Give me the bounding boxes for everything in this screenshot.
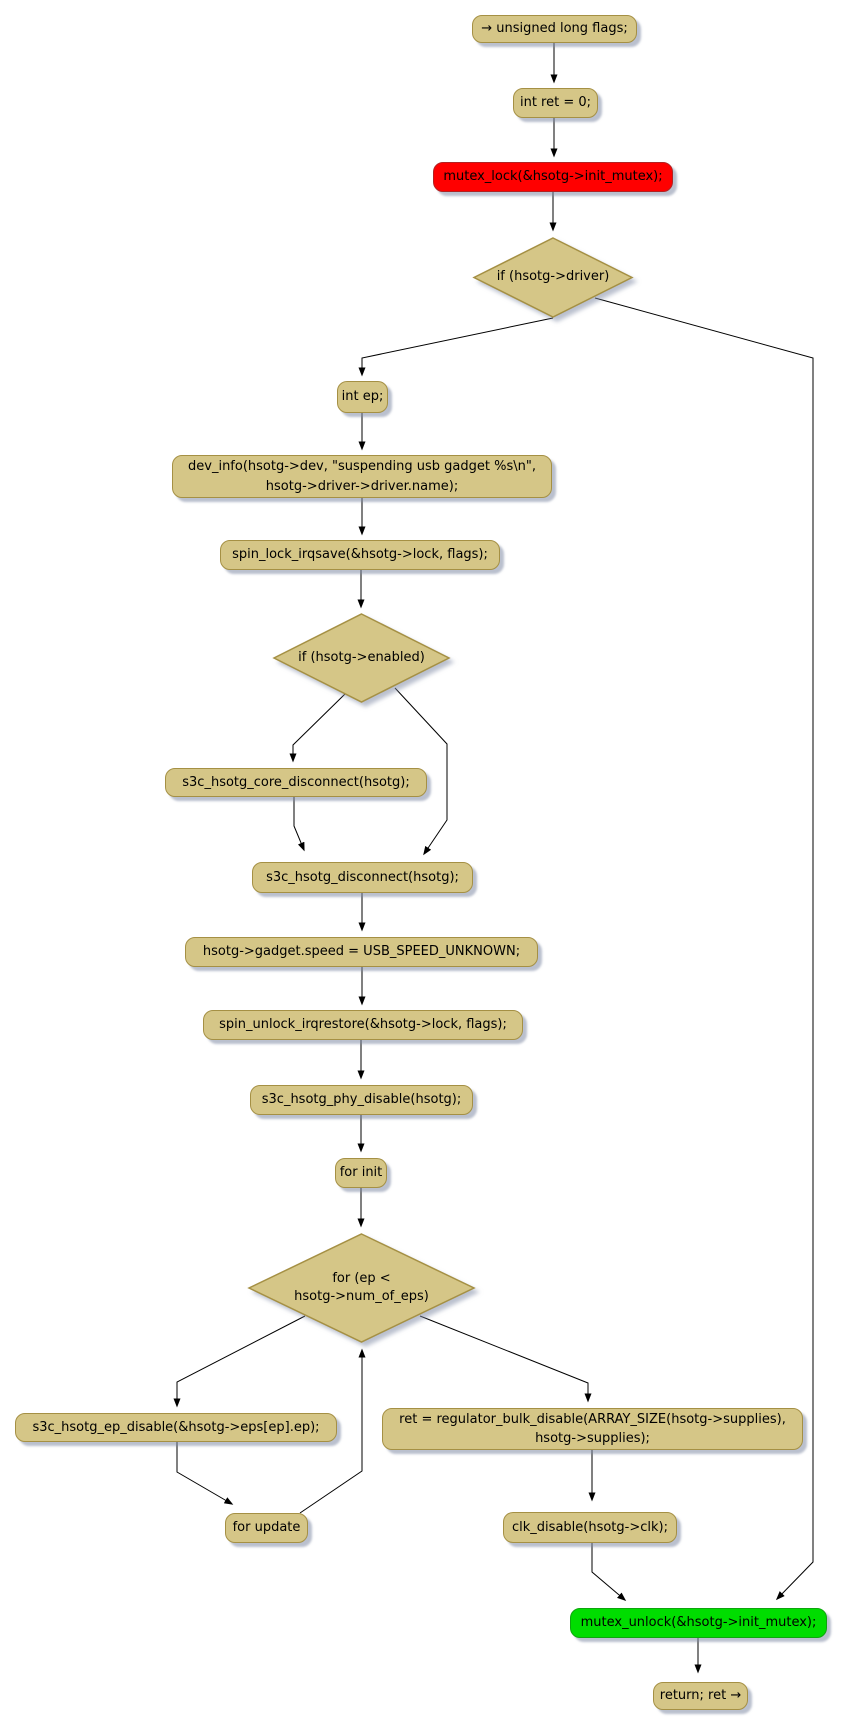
diamond-shape bbox=[247, 1233, 476, 1343]
node-label: mutex_lock(&hsotg->init_mutex); bbox=[443, 169, 663, 185]
node-label: spin_unlock_irqrestore(&hsotg->lock, fla… bbox=[219, 1017, 507, 1033]
node-int-ret: int ret = 0; bbox=[513, 88, 598, 118]
edge-epdisable-to-forupdate bbox=[176, 1442, 234, 1505]
node-label: for update bbox=[232, 1520, 301, 1536]
edge-ifenabled-false-to-disconnect bbox=[394, 687, 448, 856]
node-regulator-bulk-disable: ret = regulator_bulk_disable(ARRAY_SIZE(… bbox=[382, 1408, 803, 1450]
node-disconnect: s3c_hsotg_disconnect(hsotg); bbox=[252, 862, 473, 893]
node-phy-disable: s3c_hsotg_phy_disable(hsotg); bbox=[250, 1085, 473, 1115]
decision-label: if (hsotg->driver) bbox=[496, 269, 610, 285]
node-label: s3c_hsotg_ep_disable(&hsotg->eps[ep].ep)… bbox=[32, 1419, 320, 1435]
node-label: s3c_hsotg_core_disconnect(hsotg); bbox=[182, 774, 410, 790]
node-core-disconnect: s3c_hsotg_core_disconnect(hsotg); bbox=[165, 768, 427, 797]
node-for-update: for update bbox=[225, 1513, 308, 1543]
decision-for-loop: for (ep < hsotg->num_of_eps) bbox=[247, 1233, 476, 1343]
edge-forloop-to-epdisable bbox=[173, 1315, 306, 1408]
edge-ifdriver-false-to-mutexunlock bbox=[594, 297, 814, 1601]
node-label: hsotg->gadget.speed = USB_SPEED_UNKNOWN; bbox=[202, 944, 521, 960]
edge-ifenabled-true-to-coredisconnect bbox=[289, 693, 346, 763]
decision-label-line1: for (ep < bbox=[332, 1270, 391, 1286]
node-mutex-unlock: mutex_unlock(&hsotg->init_mutex); bbox=[570, 1608, 827, 1638]
node-mutex-lock: mutex_lock(&hsotg->init_mutex); bbox=[433, 162, 673, 192]
decision-if-hsotg-driver: if (hsotg->driver) bbox=[472, 237, 634, 318]
node-label: s3c_hsotg_phy_disable(hsotg); bbox=[261, 1092, 462, 1108]
node-label: spin_lock_irqsave(&hsotg->lock, flags); bbox=[232, 547, 488, 563]
node-label: for init bbox=[339, 1165, 383, 1181]
node-gadget-speed: hsotg->gadget.speed = USB_SPEED_UNKNOWN; bbox=[185, 937, 538, 967]
node-label: return; ret → bbox=[659, 1688, 742, 1704]
node-label: clk_disable(hsotg->clk); bbox=[512, 1519, 668, 1535]
decision-label-line2: hsotg->num_of_eps) bbox=[294, 1289, 429, 1304]
node-label: mutex_unlock(&hsotg->init_mutex); bbox=[580, 1615, 817, 1631]
edge-clkdisable-to-mutexunlock bbox=[591, 1543, 627, 1601]
diamond-shape bbox=[272, 613, 451, 703]
decision-label: if (hsotg->enabled) bbox=[298, 649, 425, 665]
node-label-line1: dev_info(hsotg->dev, "suspending usb gad… bbox=[188, 459, 536, 474]
node-spin-lock-irqsave: spin_lock_irqsave(&hsotg->lock, flags); bbox=[220, 540, 500, 570]
node-label-line2: hsotg->supplies); bbox=[535, 1431, 650, 1446]
decision-if-hsotg-enabled: if (hsotg->enabled) bbox=[272, 613, 451, 703]
edge-forupdate-back-to-forloop bbox=[299, 1348, 366, 1514]
node-ep-disable: s3c_hsotg_ep_disable(&hsotg->eps[ep].ep)… bbox=[15, 1413, 337, 1442]
node-spin-unlock-irqrestore: spin_unlock_irqrestore(&hsotg->lock, fla… bbox=[203, 1010, 523, 1040]
node-label: → unsigned long flags; bbox=[481, 21, 628, 37]
node-return: return; ret → bbox=[653, 1682, 748, 1710]
node-label-line1: ret = regulator_bulk_disable(ARRAY_SIZE(… bbox=[399, 1411, 786, 1427]
node-clk-disable: clk_disable(hsotg->clk); bbox=[503, 1512, 677, 1543]
edge-coredisconnect-to-disconnect bbox=[293, 797, 305, 852]
edge-forloop-to-regulator bbox=[419, 1315, 592, 1403]
node-dev-info: dev_info(hsotg->dev, "suspending usb gad… bbox=[172, 455, 552, 498]
decision-label: for (ep < hsotg->num_of_eps) bbox=[248, 1233, 475, 1343]
node-label-line2: hsotg->driver->driver.name); bbox=[265, 478, 459, 494]
node-label: int ret = 0; bbox=[519, 95, 592, 111]
node-for-init: for init bbox=[335, 1158, 387, 1188]
node-label: int ep; bbox=[341, 389, 384, 405]
edge-ifdriver-true-to-intep bbox=[358, 317, 554, 377]
node-entry-unsigned-long-flags: → unsigned long flags; bbox=[472, 15, 637, 43]
node-label: s3c_hsotg_disconnect(hsotg); bbox=[266, 869, 459, 885]
node-int-ep: int ep; bbox=[337, 381, 388, 413]
diamond-shape bbox=[472, 237, 634, 318]
